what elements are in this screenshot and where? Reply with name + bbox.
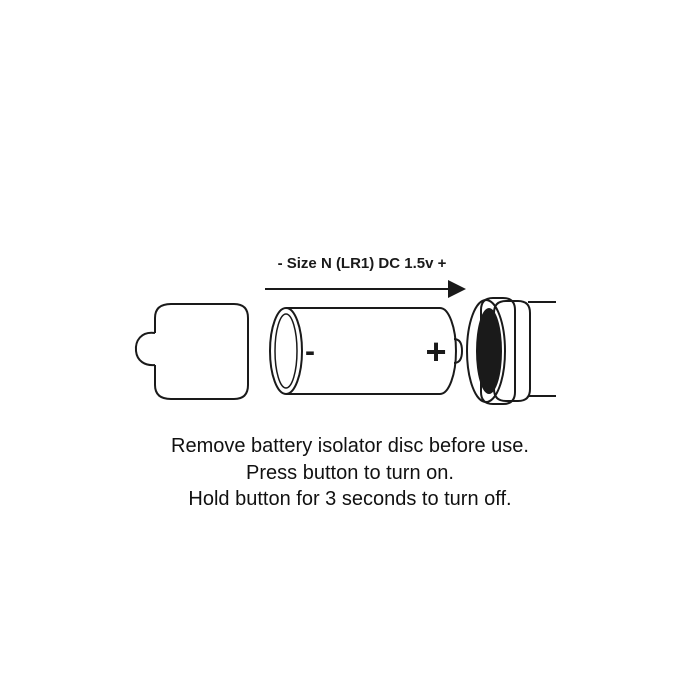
- battery-plus-sign: +: [425, 331, 446, 372]
- instruction-line-1: Remove battery isolator disc before use.: [171, 435, 529, 457]
- device-opening: [476, 308, 502, 394]
- instruction-line-3: Hold button for 3 seconds to turn off.: [188, 488, 512, 510]
- battery-negative-end: [269, 307, 303, 395]
- end-cap: [134, 303, 249, 400]
- power-button: [134, 331, 156, 367]
- battery-size-label: - Size N (LR1) DC 1.5v +: [278, 255, 447, 272]
- battery-minus-sign: -: [305, 335, 315, 368]
- insertion-arrow: [265, 280, 466, 298]
- device-body: [466, 297, 556, 405]
- battery-positive-terminal: [453, 338, 464, 364]
- battery: [269, 307, 464, 395]
- device-opening-rim: [466, 299, 506, 403]
- instruction-line-2: Press button to turn on.: [246, 462, 454, 484]
